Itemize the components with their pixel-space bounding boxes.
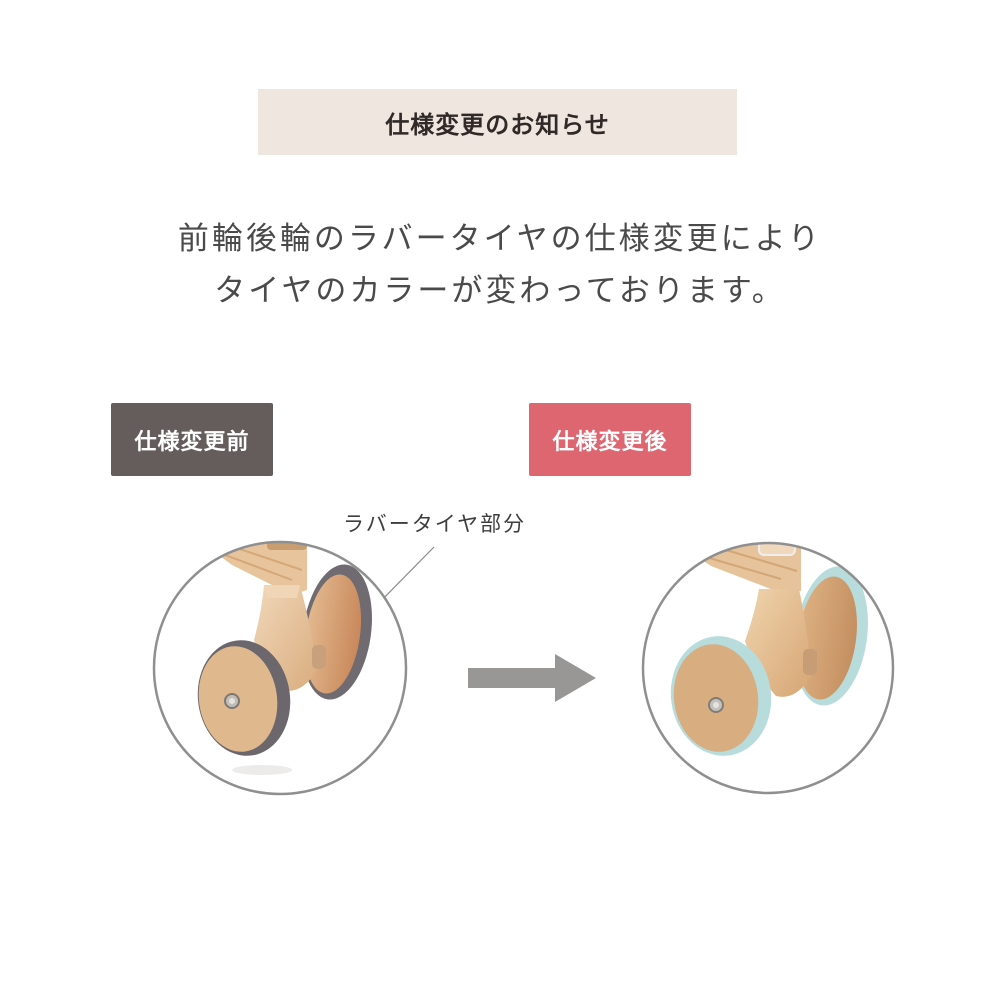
- rubber-tire-callout-label: ラバータイヤ部分: [343, 512, 527, 536]
- after-wheel-image: [641, 541, 895, 795]
- before-wheel-image: [152, 540, 408, 796]
- description-line-2: タイヤのカラーが変わっております。: [214, 273, 786, 309]
- after-change-label: 仕様変更後: [552, 429, 668, 455]
- notice-title-banner: 仕様変更のお知らせ: [258, 89, 737, 155]
- after-change-badge: 仕様変更後: [529, 403, 691, 476]
- description-line-1: 前輪後輪のラバータイヤの仕様変更により: [177, 221, 823, 257]
- before-change-label: 仕様変更前: [134, 429, 250, 455]
- before-change-badge: 仕様変更前: [111, 403, 273, 476]
- arrow-right-icon: [468, 654, 596, 702]
- notice-title: 仕様変更のお知らせ: [385, 110, 610, 139]
